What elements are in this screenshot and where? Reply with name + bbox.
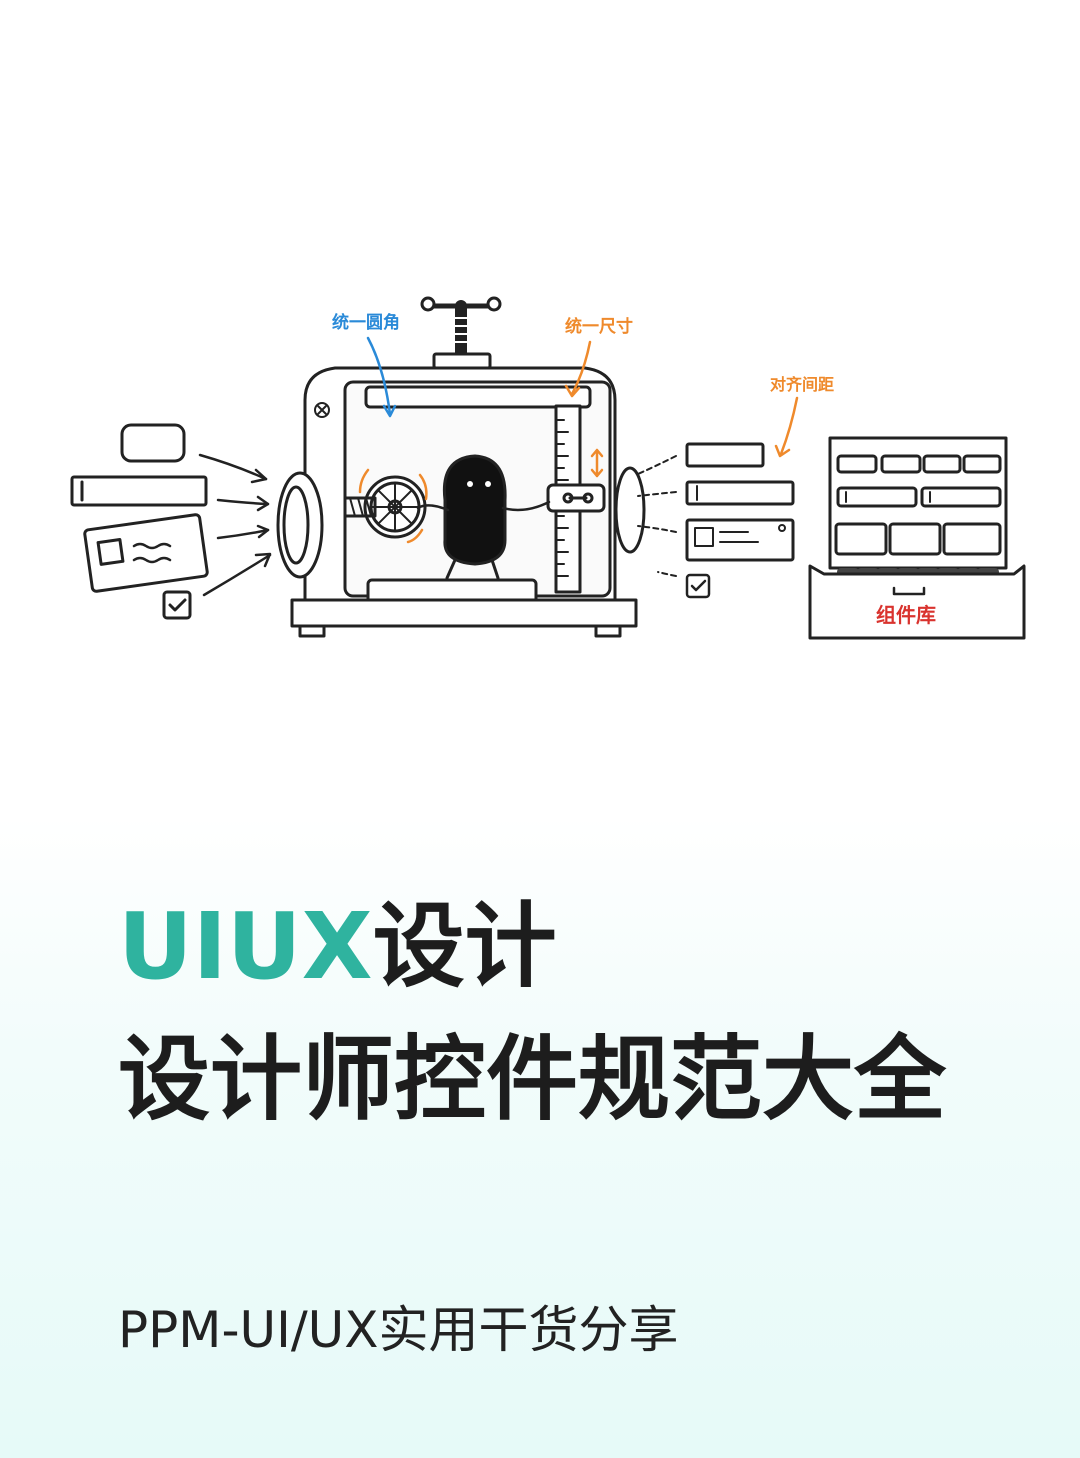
left-components bbox=[70, 423, 209, 620]
rounded-chip bbox=[120, 423, 186, 463]
character-figure bbox=[416, 454, 551, 580]
left-arrows bbox=[198, 453, 272, 597]
label-corner: 统一圆角 bbox=[332, 312, 400, 333]
press-machine bbox=[276, 296, 646, 638]
title-line-2: 设计师控件规范大全 bbox=[118, 1026, 947, 1133]
title-accent: UIUX bbox=[118, 893, 373, 1000]
hero-illustration: 统一圆角 统一尺寸 对齐间距 组件库 bbox=[0, 270, 1080, 710]
title-line-1-rest: 设计 bbox=[372, 893, 557, 1000]
component-library-box bbox=[808, 436, 1026, 640]
checkbox-icon bbox=[162, 590, 192, 620]
wheel-icon bbox=[343, 468, 428, 544]
card-block bbox=[83, 513, 209, 593]
right-components bbox=[685, 396, 799, 599]
label-library: 组件库 bbox=[876, 603, 936, 627]
subtitle: PPM-UI/UX实用干货分享 bbox=[118, 1301, 679, 1359]
title-line-1: UIUX设计 bbox=[118, 892, 557, 1002]
label-size: 统一尺寸 bbox=[565, 316, 633, 337]
right-dashed-arrows bbox=[637, 455, 677, 577]
long-input bbox=[70, 475, 208, 507]
label-spacing: 对齐间距 bbox=[770, 375, 834, 394]
